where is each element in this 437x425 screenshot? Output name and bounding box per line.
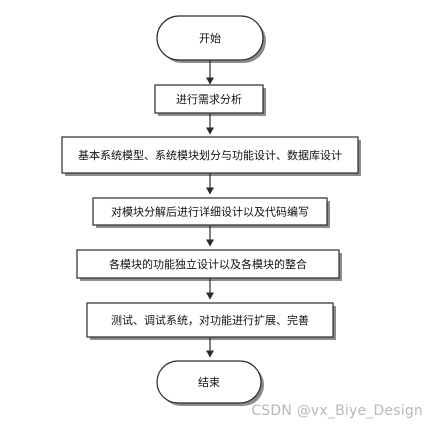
step-5-label: 测试、调试系统，对功能进行扩展、完善 [111,313,309,327]
step-module-design-and-integration: 各模块的功能独立设计以及各模块的整合 [76,249,342,281]
start-terminator: 开始 [156,15,266,63]
step-1-label: 进行需求分析 [176,92,242,106]
step-testing-debugging-and-extension: 测试、调试系统，对功能进行扩展、完善 [86,302,336,340]
step-detailed-design-and-coding: 对模块分解后进行详细设计以及代码编写 [92,197,330,228]
start-label: 开始 [199,31,221,45]
end-label: 结束 [198,376,220,389]
step-requirements-analysis: 进行需求分析 [154,84,266,116]
step-system-model-and-database-design: 基本系统模型、系统模块划分与功能设计、数据库设计 [61,136,361,176]
watermark-text: CSDN @vx_Biye_Design [251,403,423,419]
step-2-label: 基本系统模型、系统模块划分与功能设计、数据库设计 [78,148,342,162]
step-4-label: 各模块的功能独立设计以及各模块的整合 [109,257,307,271]
end-terminator: 结束 [156,360,264,406]
step-3-label: 对模块分解后进行详细设计以及代码编写 [111,205,309,219]
